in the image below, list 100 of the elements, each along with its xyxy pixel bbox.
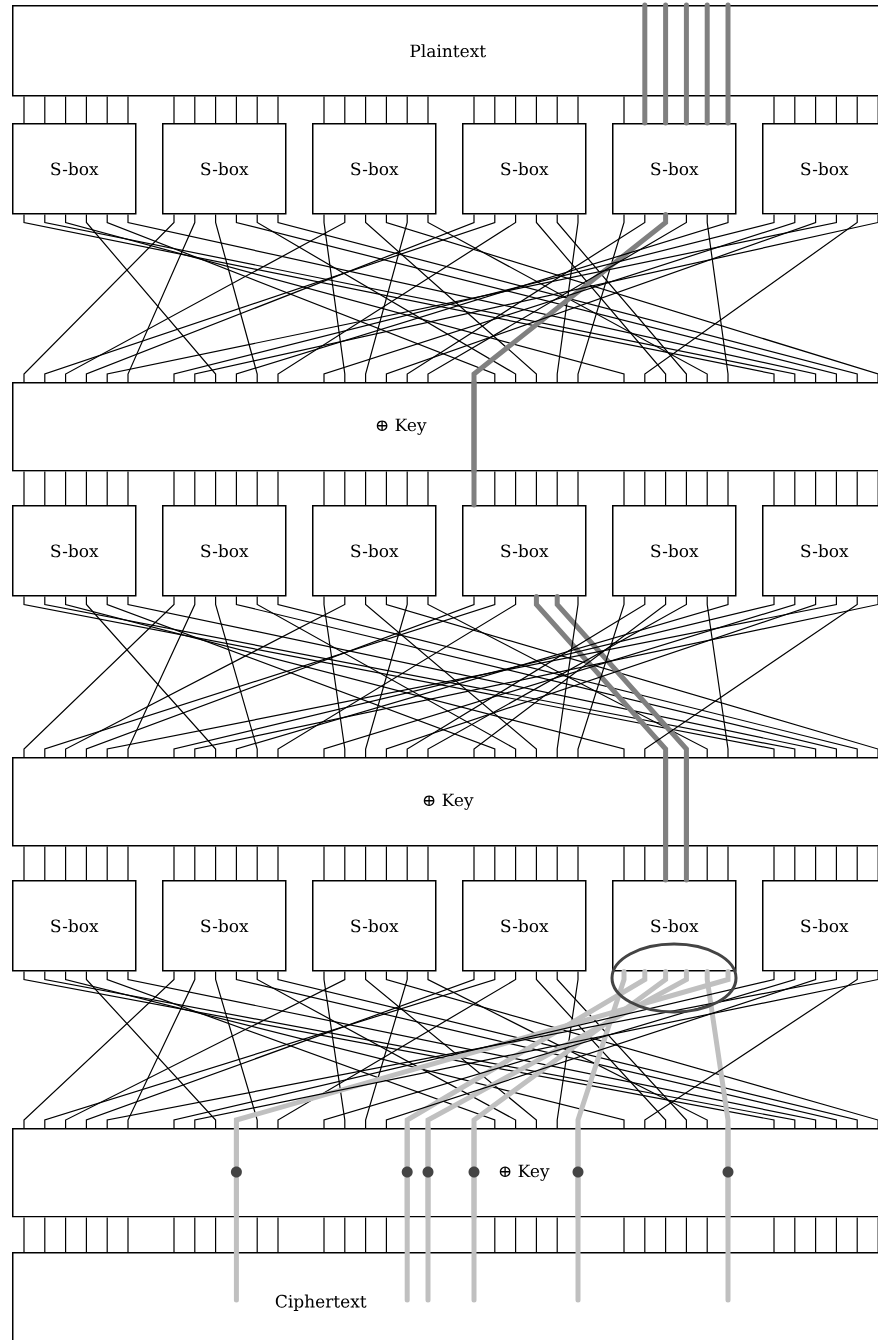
wire xyxy=(173,470,175,506)
wire xyxy=(515,470,517,506)
wire xyxy=(106,845,108,881)
s-box: S-box xyxy=(12,880,137,972)
wire xyxy=(194,1216,196,1253)
wire xyxy=(773,95,775,124)
wire xyxy=(683,2,689,126)
key-mixing-box: ⊕ Key xyxy=(12,1128,878,1218)
wire xyxy=(85,845,87,881)
wire xyxy=(323,1216,325,1253)
wire xyxy=(365,1216,367,1253)
wire xyxy=(385,845,387,881)
data-block: Plaintext xyxy=(12,5,878,97)
s-box: S-box xyxy=(462,123,587,215)
s-box: S-box xyxy=(312,880,437,972)
s-box: S-box xyxy=(612,123,737,215)
wire xyxy=(406,213,646,383)
wire xyxy=(65,595,346,758)
wire xyxy=(323,595,346,758)
wire xyxy=(623,1216,625,1253)
s-box: S-box xyxy=(312,505,437,597)
wire xyxy=(556,1216,558,1253)
wire xyxy=(365,970,408,1129)
wire xyxy=(344,845,346,881)
wire xyxy=(344,470,346,506)
key-mixing-box: ⊕ Key xyxy=(12,757,878,847)
wire xyxy=(106,95,108,124)
s-box: S-box xyxy=(162,505,287,597)
wire xyxy=(85,595,217,758)
wire xyxy=(277,95,279,124)
wire xyxy=(856,845,858,881)
wire xyxy=(365,595,408,758)
wire xyxy=(556,970,579,1129)
wire xyxy=(494,845,496,881)
wire xyxy=(725,1125,731,1303)
wire xyxy=(127,95,129,124)
wire xyxy=(256,1216,258,1253)
wire xyxy=(173,1216,175,1253)
wire xyxy=(23,1216,25,1253)
wire xyxy=(494,1216,496,1253)
wire xyxy=(85,213,217,383)
wire xyxy=(577,470,579,506)
wire xyxy=(323,213,346,383)
s-box: S-box xyxy=(612,880,737,972)
wire xyxy=(127,213,196,383)
wire xyxy=(365,470,367,506)
wire xyxy=(323,970,346,1129)
wire xyxy=(23,213,175,383)
wire xyxy=(106,1216,108,1253)
wire xyxy=(23,95,25,124)
wire xyxy=(644,845,646,881)
wire xyxy=(706,845,708,881)
wire xyxy=(127,970,196,1129)
wire xyxy=(556,845,558,881)
wire xyxy=(856,1216,858,1253)
wire xyxy=(644,213,858,383)
wire xyxy=(256,95,258,124)
wire xyxy=(65,970,625,1129)
wire xyxy=(235,595,729,758)
wire xyxy=(665,470,667,506)
wire xyxy=(623,95,625,124)
wire xyxy=(365,970,537,1129)
wire xyxy=(65,970,346,1129)
wire xyxy=(727,470,729,506)
wire xyxy=(365,213,408,383)
wire xyxy=(663,754,669,883)
wire xyxy=(835,470,837,506)
s-box: S-box xyxy=(162,880,287,972)
wire xyxy=(535,95,537,124)
wire xyxy=(427,95,429,124)
wire xyxy=(556,213,687,383)
wire xyxy=(323,595,796,758)
wire xyxy=(256,470,258,506)
data-block: Ciphertext xyxy=(12,1252,878,1340)
wire xyxy=(427,970,708,1129)
s-box: S-box xyxy=(462,880,587,972)
wire xyxy=(706,213,729,383)
wire xyxy=(404,1125,410,1303)
wire xyxy=(644,470,646,506)
wire xyxy=(725,2,731,126)
wire xyxy=(815,845,817,881)
wire xyxy=(65,213,346,383)
wire xyxy=(277,1216,279,1253)
wire xyxy=(127,470,129,506)
wire xyxy=(473,595,667,758)
wire xyxy=(644,595,858,758)
wire xyxy=(85,470,87,506)
wire xyxy=(385,470,387,506)
wire xyxy=(535,213,667,383)
wire xyxy=(65,95,67,124)
wire xyxy=(706,595,729,758)
wire xyxy=(794,470,796,506)
wire xyxy=(344,95,346,124)
wire xyxy=(406,845,408,881)
wire xyxy=(406,595,646,758)
wire xyxy=(215,1216,217,1253)
wire xyxy=(835,95,837,124)
wire xyxy=(65,1216,67,1253)
wire xyxy=(65,213,625,383)
wire xyxy=(644,1216,646,1253)
